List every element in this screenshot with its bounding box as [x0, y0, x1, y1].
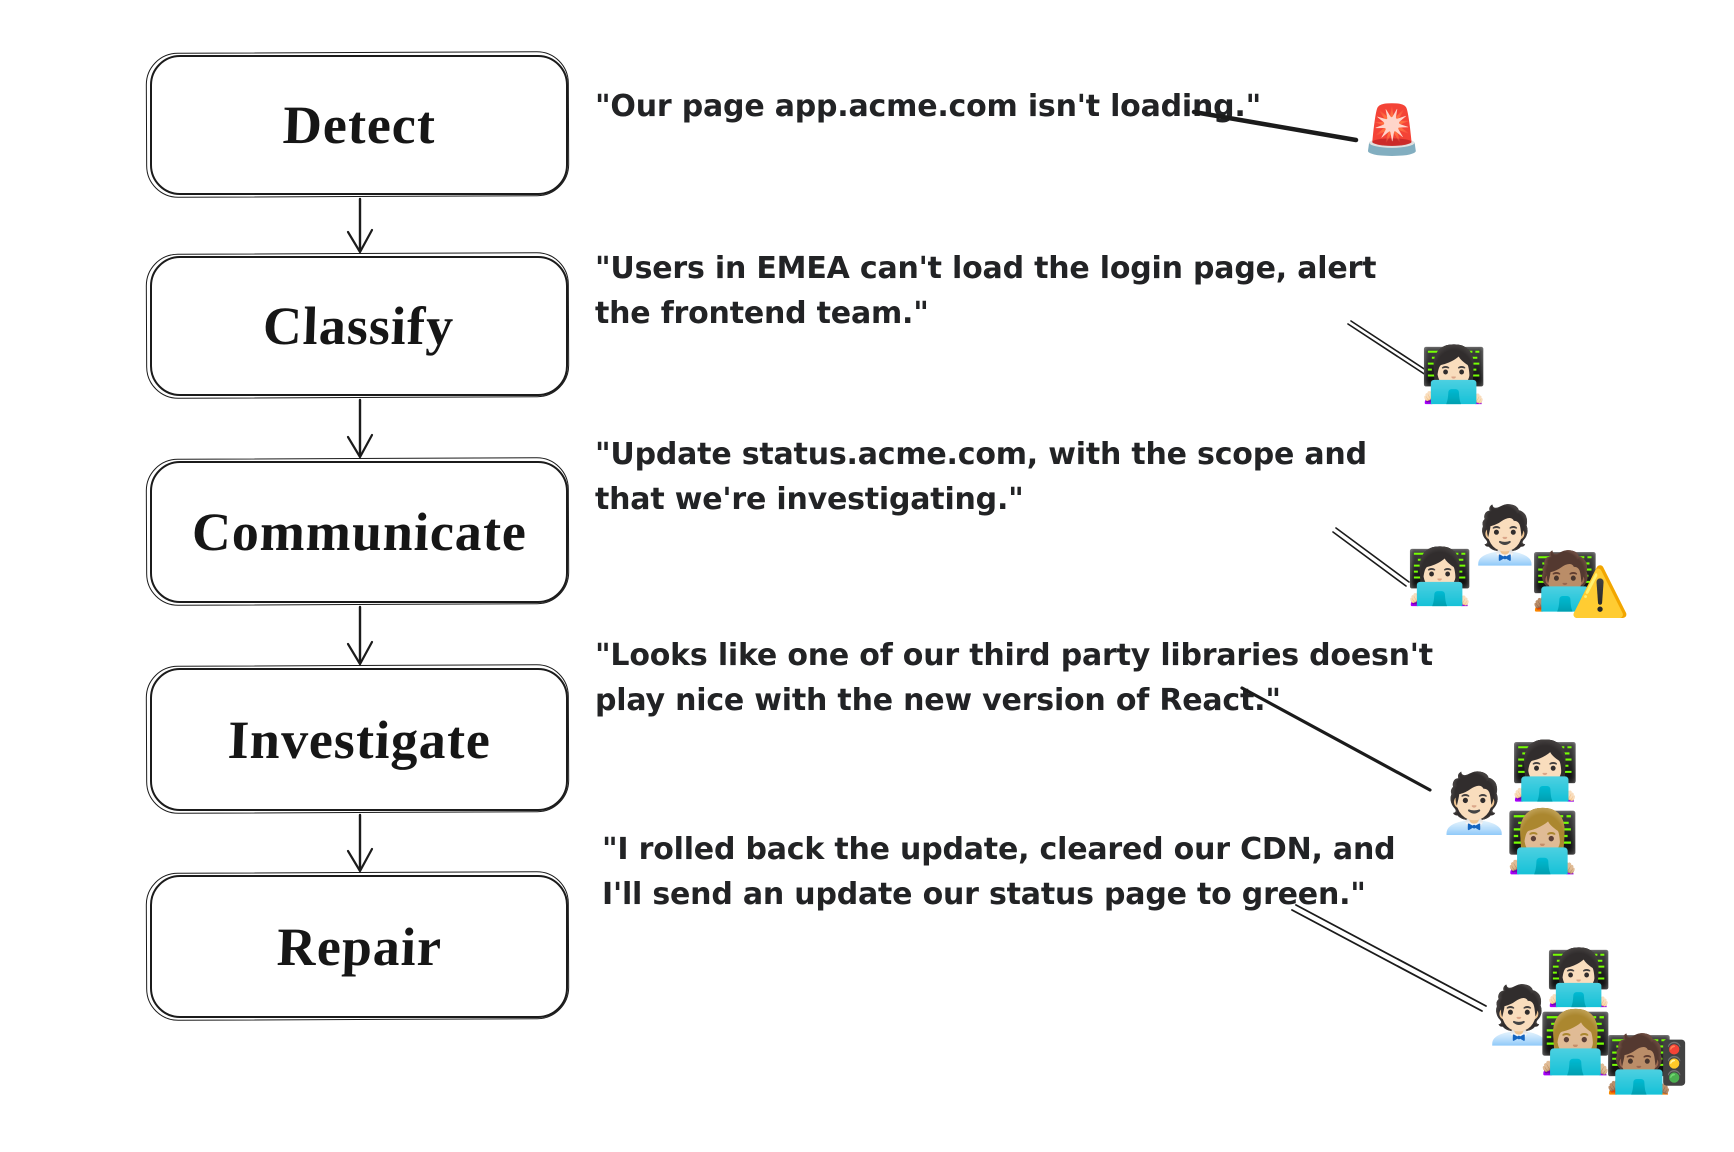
quote-investigate-line2: play nice with the new version of React.… — [595, 683, 1281, 718]
flow-arrow-investigate-repair — [346, 813, 374, 874]
police-car-light-emoji: 🚨 — [1362, 102, 1422, 158]
quote-communicate-line1: "Update status.acme.com, with the scope … — [595, 437, 1367, 472]
flow-box-communicate-label: Communicate — [190, 502, 528, 562]
quote-detect: "Our page app.acme.com isn't loading." — [595, 84, 1261, 129]
quote-investigate: "Looks like one of our third party libra… — [595, 633, 1433, 723]
flow-arrow-classify-communicate — [346, 398, 374, 460]
quote-repair-line1: "I rolled back the update, cleared our C… — [602, 832, 1396, 867]
flow-box-investigate: Investigate — [150, 668, 568, 811]
person-technologist-emoji: 🧑🏽‍💻 — [1604, 1032, 1674, 1097]
woman-technologist-emoji: 👩🏻‍💻 — [1420, 343, 1488, 406]
flow-box-detect-label: Detect — [281, 95, 437, 155]
warning-emoji: ⚠️ — [1570, 564, 1630, 620]
quote-repair: "I rolled back the update, cleared our C… — [602, 827, 1396, 917]
flow-box-repair: Repair — [150, 875, 568, 1018]
woman-technologist-emoji: 👩🏻‍💻 — [1545, 946, 1613, 1009]
pointer-repair — [1291, 904, 1487, 1012]
flow-arrow-communicate-investigate — [346, 605, 374, 667]
traffic-light-emoji: 🚦 — [1648, 1038, 1701, 1087]
quote-classify-line1: "Users in EMEA can't load the login page… — [595, 251, 1377, 286]
flow-box-communicate: Communicate — [150, 461, 568, 603]
quote-communicate-line2: that we're investigating." — [595, 482, 1024, 517]
office-worker-emoji: 🧑🏻‍💼 — [1470, 503, 1540, 568]
flow-box-classify: Classify — [150, 256, 568, 396]
pointer-communicate — [1332, 527, 1410, 587]
quote-investigate-line1: "Looks like one of our third party libra… — [595, 638, 1433, 673]
woman-technologist-emoji: 👩🏻‍💻 — [1510, 739, 1580, 804]
flow-box-repair-label: Repair — [275, 916, 443, 977]
quote-classify: "Users in EMEA can't load the login page… — [595, 246, 1376, 336]
quote-repair-line2: I'll send an update our status page to g… — [602, 877, 1366, 912]
quote-detect-line1: "Our page app.acme.com isn't loading." — [595, 89, 1262, 124]
woman-technologist-blonde-emoji: 👩🏼‍💻 — [1505, 807, 1580, 877]
quote-communicate: "Update status.acme.com, with the scope … — [595, 432, 1367, 522]
office-worker-emoji: 🧑🏻‍💼 — [1484, 983, 1554, 1048]
office-worker-emoji: 🧑🏻‍💼 — [1438, 769, 1511, 837]
flow-arrow-detect-classify — [346, 197, 374, 255]
person-technologist-emoji: 🧑🏽‍💻 — [1530, 549, 1600, 614]
flow-box-investigate-label: Investigate — [226, 709, 492, 770]
flow-box-detect: Detect — [150, 55, 568, 195]
woman-technologist-emoji: 👩🏻‍💻 — [1406, 545, 1474, 608]
flow-box-classify-label: Classify — [262, 296, 456, 356]
quote-classify-line2: the frontend team." — [595, 296, 929, 331]
woman-technologist-blonde-emoji: 👩🏼‍💻 — [1538, 1008, 1613, 1078]
